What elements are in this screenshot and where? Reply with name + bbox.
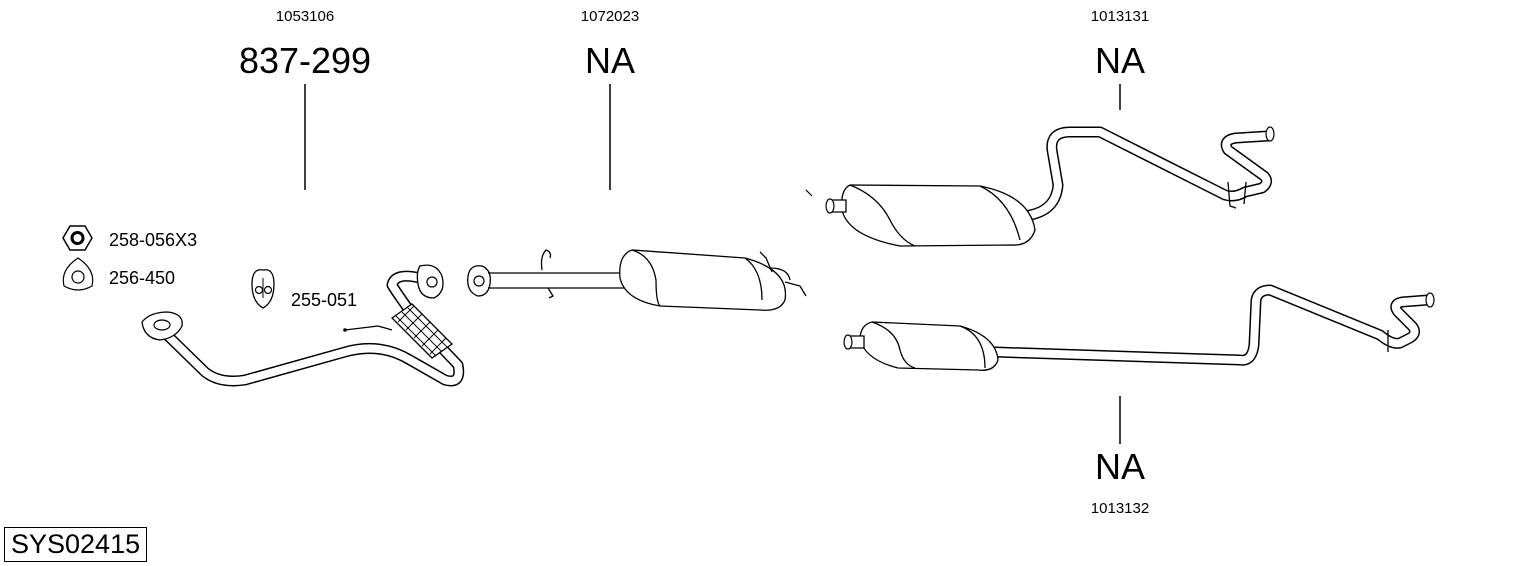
- rubber-hanger-icon: [251, 269, 275, 309]
- front-pipe: [141, 264, 465, 387]
- part-code-2: 1072023: [580, 8, 640, 25]
- rear-silencer-lower: [843, 284, 1435, 371]
- fitting-label-hanger: 255-051: [291, 290, 358, 310]
- part-number-4: NA: [1094, 446, 1146, 487]
- system-id-box: SYS02415: [4, 527, 148, 562]
- fitting-label-hex-nut: 258-056X3: [109, 230, 198, 250]
- rear-silencer-upper: [805, 126, 1275, 247]
- part-number-3: NA: [1094, 40, 1146, 81]
- part-code-4: 1013132: [1090, 500, 1150, 517]
- part-code-1: 1053106: [275, 8, 335, 25]
- middle-silencer: [467, 249, 807, 311]
- hex-nut-icon: [62, 225, 93, 251]
- part-number-2: NA: [584, 40, 636, 81]
- part-code-3: 1013131: [1090, 8, 1150, 25]
- part-number-1: 837-299: [238, 40, 372, 81]
- flange-gasket-icon: [62, 257, 94, 291]
- fitting-label-gasket: 256-450: [109, 268, 176, 288]
